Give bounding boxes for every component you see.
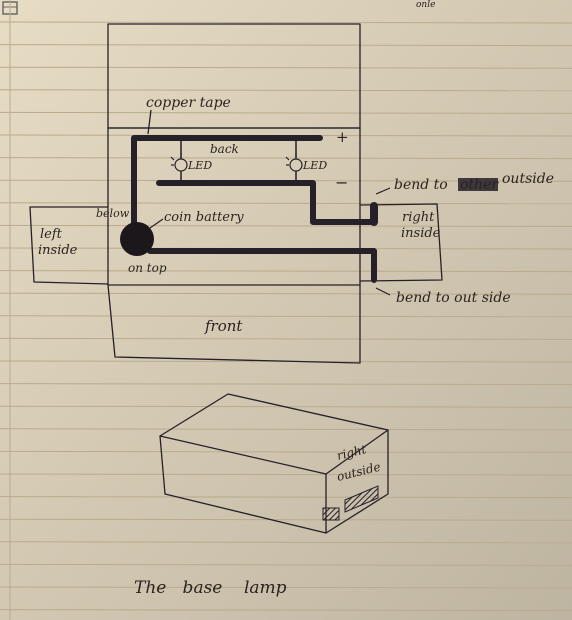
below-label: below: [96, 207, 130, 220]
ruled-line: [0, 315, 572, 318]
ruled-line: [0, 383, 572, 386]
ruled-line: [0, 586, 572, 589]
left-inside-flap: [29, 206, 109, 285]
ruled-line: [0, 563, 572, 566]
ruled-line: [0, 224, 572, 227]
bend-top-end: outside: [502, 171, 554, 187]
copper-tape-led-row: [156, 180, 377, 225]
ruled-line: [0, 270, 572, 273]
ruled-line: [0, 157, 572, 160]
ruled-line: [0, 89, 572, 92]
copper-tape-label: copper tape: [146, 95, 231, 111]
right-inside-flap: [359, 203, 443, 282]
left-inside-label-2: inside: [38, 243, 78, 258]
plus-label: +: [336, 128, 349, 146]
ruled-line: [0, 111, 572, 114]
bend-bottom-label: bend to out side: [396, 290, 511, 306]
bend-top-leader: [375, 187, 391, 195]
front-label: front: [204, 317, 243, 335]
ruled-line: [0, 496, 572, 499]
ruled-line: [0, 292, 572, 295]
ruled-line: [0, 44, 572, 47]
led-right-label: LED: [302, 159, 327, 172]
back-label: back: [210, 142, 239, 156]
ruled-line: [0, 609, 572, 612]
ruled-line: [0, 518, 572, 521]
left-inside-label-1: left: [40, 227, 63, 242]
lamp-box-sketch: [159, 393, 389, 534]
ruled-line: [0, 541, 572, 544]
bend-top-crossed-word: other: [458, 177, 499, 193]
coin-battery-icon: [120, 222, 154, 256]
battery-leader: [149, 218, 164, 229]
ruled-line: [0, 202, 572, 205]
copper-tape-lower-trace: [147, 248, 377, 283]
right-inside-label-1: right: [402, 210, 435, 225]
minus-label: −: [335, 173, 348, 192]
bend-bottom-leader: [375, 287, 391, 296]
box-slot-small: [322, 507, 340, 521]
caption: The base lamp: [134, 578, 287, 598]
front-panel-outline: [107, 284, 361, 364]
led-left-icon: [170, 153, 188, 172]
coin-battery-label: coin battery: [164, 210, 244, 225]
ruled-line: [0, 337, 572, 340]
led-right-icon: [285, 153, 303, 172]
ruled-line: [0, 428, 572, 431]
on-top-label: on top: [128, 261, 167, 275]
copper-tape-leader: [147, 109, 152, 135]
box-slot-large: [344, 485, 379, 513]
ruled-line: [0, 21, 572, 24]
ruled-line: [0, 473, 572, 476]
header-scribble: onle: [416, 0, 435, 10]
bend-top-start: bend to: [394, 177, 448, 193]
led-left-label: LED: [187, 159, 212, 172]
ruled-line: [0, 450, 572, 453]
copper-tape-upper-trace: [131, 135, 323, 232]
ruled-line: [0, 66, 572, 69]
right-inside-label-2: inside: [401, 226, 441, 241]
